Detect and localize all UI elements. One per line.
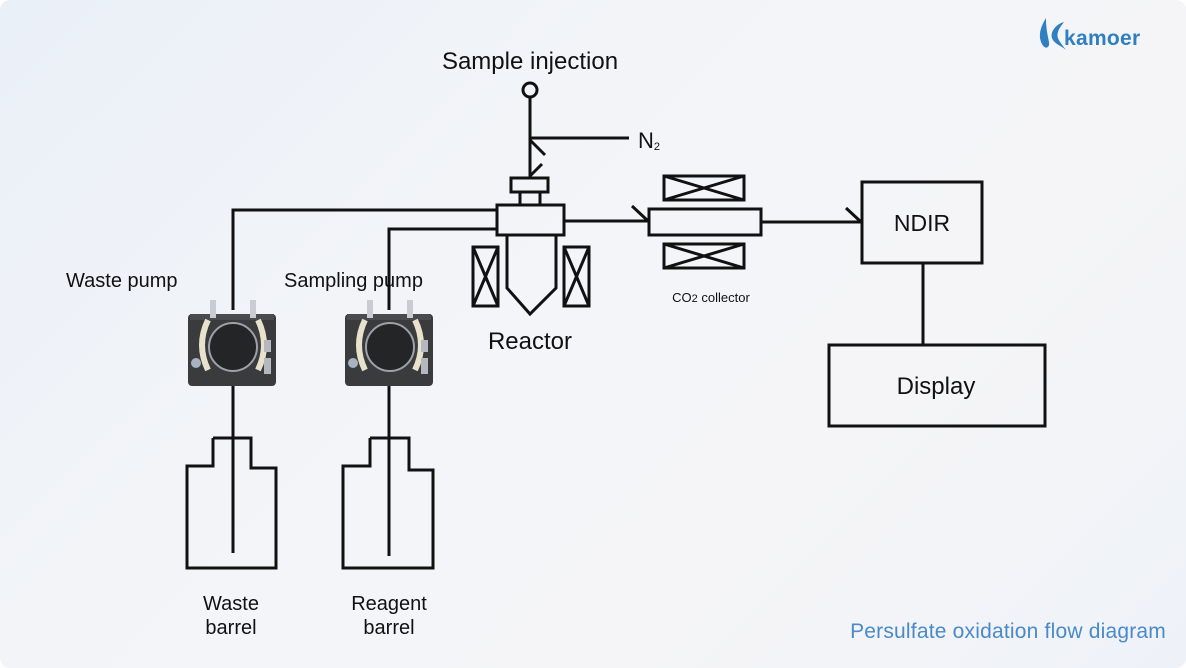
peristaltic-pump-icon[interactable] (345, 300, 433, 386)
heater-coil-icon (662, 174, 746, 202)
sampling-pump-label: Sampling pump (284, 270, 423, 292)
brand-name: kamoer (1064, 27, 1141, 50)
kamoer-logo: kamoer (1036, 14, 1176, 56)
reactor-cap (509, 176, 550, 194)
reactor-label: Reactor (488, 328, 572, 355)
waste-barrel-label-1: Waste (203, 593, 259, 615)
collector-arrow-tick (630, 204, 649, 222)
co2-prefix: CO (672, 290, 692, 305)
co2-sub: 2 (692, 293, 698, 305)
heater-coil-icon (662, 242, 746, 270)
reactor-vessel (505, 235, 558, 317)
kamoer-droplet-icon (1039, 18, 1066, 50)
waste-barrel (185, 436, 278, 570)
n2-arrow-tick (528, 138, 547, 157)
heater-coil-icon (562, 245, 591, 308)
n2-label: N2 (638, 128, 660, 153)
co2-suffix: collector (698, 290, 751, 305)
ndir-label: NDIR (894, 210, 950, 236)
display-box (827, 343, 1047, 428)
diagram-caption: Persulfate oxidation flow diagram (850, 620, 1166, 643)
injection-port-icon (521, 81, 539, 99)
co2-collector-tube (647, 207, 763, 237)
injection-arrow-tick (528, 162, 544, 178)
reagent-barrel-label-1: Reagent (351, 593, 427, 615)
sampling-line (387, 227, 497, 310)
co2-collector-label: CO2 collector (672, 290, 750, 305)
waste-pump-label: Waste pump (66, 270, 178, 292)
reagent-barrel-label-2: barrel (363, 617, 414, 639)
display-label: Display (897, 373, 976, 400)
reactor-head (495, 203, 566, 237)
peristaltic-pump-icon[interactable] (188, 300, 276, 386)
n2-label-sub: 2 (654, 141, 660, 153)
waste-barrel-label-2: barrel (205, 617, 256, 639)
heater-coil-icon (471, 245, 500, 308)
reagent-barrel (341, 436, 435, 570)
ndir-arrow-tick (844, 206, 862, 223)
waste-line (231, 208, 497, 310)
n2-label-main: N (638, 128, 654, 153)
sample-injection-label: Sample injection (442, 48, 618, 75)
